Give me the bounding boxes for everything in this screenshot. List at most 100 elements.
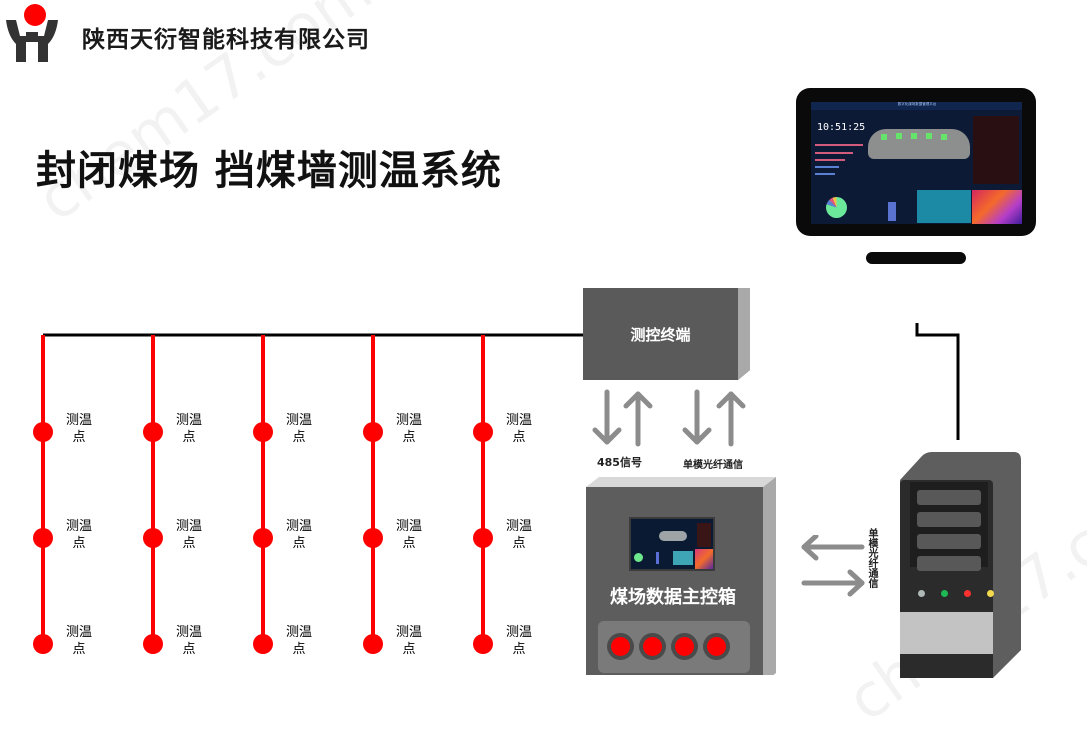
arrow-down-icon bbox=[592, 389, 622, 445]
mini-dashboard-screen bbox=[629, 517, 715, 571]
sensor-node-label: 测温点 bbox=[279, 412, 319, 446]
sensor-label-line2: 点 bbox=[72, 536, 86, 551]
server-arrows bbox=[801, 535, 865, 597]
sensor-label-line2: 点 bbox=[182, 642, 196, 657]
label-fiber-side: 单模光纤通信 bbox=[866, 528, 877, 588]
sensor-label-line2: 点 bbox=[512, 642, 526, 657]
main-control-box: 煤场数据主控箱 bbox=[583, 477, 776, 685]
sensor-label-line1: 测温 bbox=[285, 625, 312, 640]
temperature-sensor-node bbox=[143, 634, 163, 654]
sensor-node-label: 测温点 bbox=[169, 624, 209, 658]
monitor: 数字化煤场数据管理平台 10:51:25 bbox=[796, 88, 1036, 236]
red-button[interactable] bbox=[675, 637, 694, 656]
label-485-signal: 485信号 bbox=[597, 456, 642, 469]
sensor-label-line2: 点 bbox=[292, 642, 306, 657]
arrow-up-icon bbox=[623, 391, 653, 447]
company-name: 陕西天衍智能科技有限公司 bbox=[82, 27, 370, 53]
terminal-box: 测控终端 bbox=[583, 288, 750, 380]
temperature-sensor-node bbox=[473, 422, 493, 442]
sensor-node-label: 测温点 bbox=[169, 518, 209, 552]
status-led bbox=[941, 590, 948, 597]
sensor-node-label: 测温点 bbox=[279, 624, 319, 658]
sensor-label-line2: 点 bbox=[182, 430, 196, 445]
sensor-node-label: 测温点 bbox=[499, 624, 539, 658]
sensor-node-label: 测温点 bbox=[169, 412, 209, 446]
sensor-label-line1: 测温 bbox=[65, 413, 92, 428]
red-button[interactable] bbox=[611, 637, 630, 656]
arrow-left-icon bbox=[801, 535, 865, 561]
bar-chart-bar bbox=[888, 202, 896, 221]
sensor-label-line2: 点 bbox=[182, 536, 196, 551]
data-table bbox=[917, 190, 971, 223]
company-logo bbox=[4, 2, 60, 62]
arrow-up-icon bbox=[716, 391, 746, 447]
status-led bbox=[987, 590, 994, 597]
sensor-node-label: 测温点 bbox=[499, 412, 539, 446]
sensor-label-line1: 测温 bbox=[65, 519, 92, 534]
dashboard-topbar bbox=[811, 102, 1022, 110]
sensor-label-line1: 测温 bbox=[175, 625, 202, 640]
sensor-label-line1: 测温 bbox=[505, 413, 532, 428]
table-panel bbox=[973, 116, 1019, 184]
sensor-label-line2: 点 bbox=[292, 536, 306, 551]
arrow-right-icon bbox=[801, 569, 865, 597]
sensor-label-line1: 测温 bbox=[285, 519, 312, 534]
button-panel bbox=[598, 621, 750, 673]
temperature-sensor-node bbox=[253, 528, 273, 548]
status-led bbox=[964, 590, 971, 597]
sensor-label-line2: 点 bbox=[72, 642, 86, 657]
page-title: 封闭煤场 挡煤墙测温系统 bbox=[36, 148, 502, 194]
sensor-label-line1: 测温 bbox=[395, 413, 422, 428]
temperature-sensor-node bbox=[253, 634, 273, 654]
sensor-label-line2: 点 bbox=[512, 430, 526, 445]
sensor-label-line2: 点 bbox=[512, 536, 526, 551]
status-led bbox=[918, 590, 925, 597]
sensor-node-label: 测温点 bbox=[389, 412, 429, 446]
sensor-node-label: 测温点 bbox=[389, 518, 429, 552]
temperature-sensor-node bbox=[473, 528, 493, 548]
terminal-arrows bbox=[592, 389, 746, 447]
temperature-sensor-node bbox=[33, 528, 53, 548]
terminal-label: 测控终端 bbox=[630, 326, 691, 344]
sensor-label-line2: 点 bbox=[72, 430, 86, 445]
temperature-sensor-node bbox=[33, 634, 53, 654]
red-button[interactable] bbox=[643, 637, 662, 656]
sensor-label-line2: 点 bbox=[402, 536, 416, 551]
thermal-image bbox=[972, 190, 1022, 224]
temperature-sensor-node bbox=[363, 634, 383, 654]
monitor-stand bbox=[866, 252, 966, 264]
sensor-label-line1: 测温 bbox=[395, 519, 422, 534]
pie-chart bbox=[826, 197, 847, 218]
temperature-sensor-node bbox=[33, 422, 53, 442]
sensor-node-label: 测温点 bbox=[389, 624, 429, 658]
wiring-diagram bbox=[33, 323, 960, 654]
temperature-sensor-node bbox=[253, 422, 273, 442]
sensor-node-label: 测温点 bbox=[59, 412, 99, 446]
label-fiber-top: 单模光纤通信 bbox=[683, 460, 743, 471]
drive-bay bbox=[917, 512, 981, 527]
dashboard-title: 数字化煤场数据管理平台 bbox=[897, 102, 937, 106]
sensor-node-label: 测温点 bbox=[279, 518, 319, 552]
temperature-sensor-node bbox=[143, 528, 163, 548]
sensor-label-line1: 测温 bbox=[395, 625, 422, 640]
dashboard-screen: 数字化煤场数据管理平台 10:51:25 bbox=[811, 102, 1022, 224]
sensor-label-line2: 点 bbox=[292, 430, 306, 445]
dashboard-clock: 10:51:25 bbox=[817, 122, 866, 133]
sensor-label-line2: 点 bbox=[402, 642, 416, 657]
drive-bay bbox=[917, 556, 981, 571]
sensor-label-line1: 测温 bbox=[505, 519, 532, 534]
sensor-label-line1: 测温 bbox=[285, 413, 312, 428]
sensor-label-line2: 点 bbox=[402, 430, 416, 445]
sensor-node-label: 测温点 bbox=[59, 624, 99, 658]
sensor-label-line1: 测温 bbox=[175, 519, 202, 534]
sensor-label-line1: 测温 bbox=[175, 413, 202, 428]
arrow-down-icon bbox=[682, 389, 712, 445]
temperature-sensor-node bbox=[363, 528, 383, 548]
red-button[interactable] bbox=[707, 637, 726, 656]
sensor-node-label: 测温点 bbox=[59, 518, 99, 552]
drive-bay bbox=[917, 534, 981, 549]
sensor-label-line1: 测温 bbox=[65, 625, 92, 640]
temperature-sensor-node bbox=[143, 422, 163, 442]
sensor-label-line1: 测温 bbox=[505, 625, 532, 640]
temperature-sensor-node bbox=[473, 634, 493, 654]
